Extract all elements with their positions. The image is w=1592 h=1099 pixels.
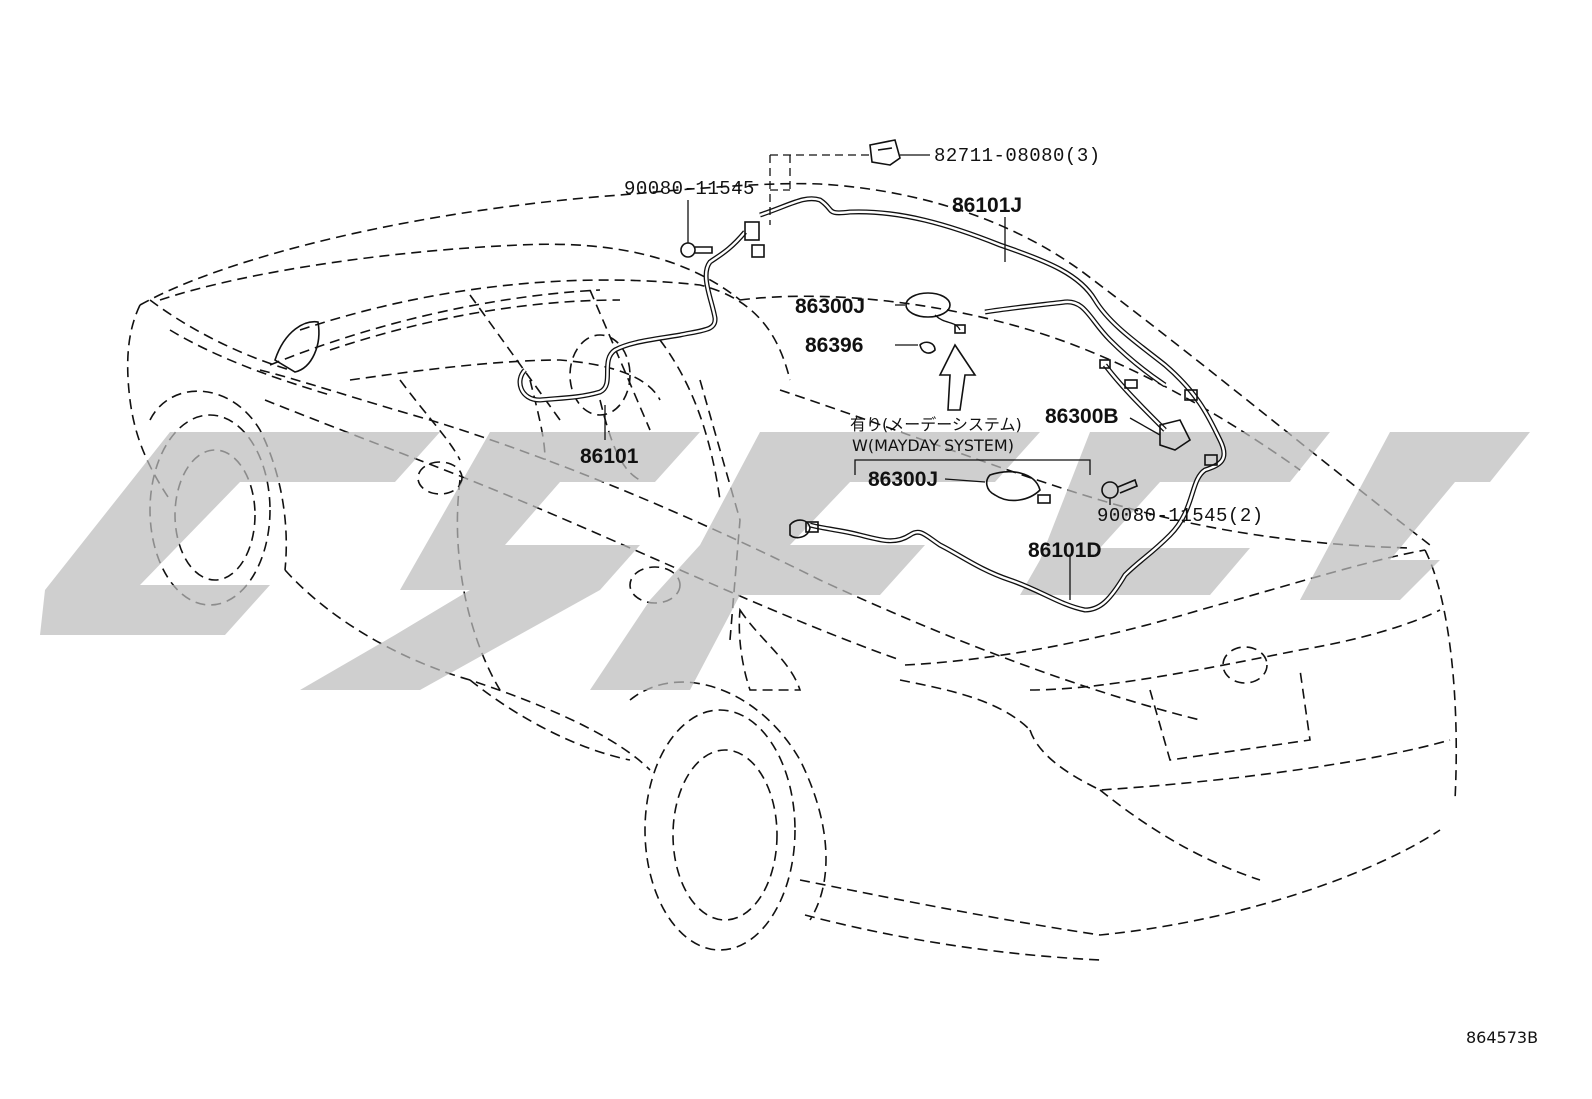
label-86101: 86101 [580, 445, 639, 468]
label-90080-11545: 90080-11545 [624, 178, 755, 200]
watermark-shape-1 [40, 432, 440, 635]
diagram-id: 864573B [1466, 1028, 1538, 1047]
label-86101j: 86101J [952, 194, 1022, 217]
pad-86396-icon [919, 341, 936, 354]
connector-rear-icon [789, 519, 819, 539]
label-86101d: 86101D [1028, 539, 1102, 562]
cable-rear-deck [984, 299, 1167, 432]
label-86300j-mayday: 86300J [868, 468, 938, 491]
antenna-mayday-icon [985, 470, 1051, 504]
watermark-shape-4 [1020, 432, 1330, 595]
label-mayday-en: W(MAYDAY SYSTEM) [852, 436, 1014, 455]
connector-upper-icon [744, 221, 765, 258]
cable-harness-86101 [517, 230, 747, 403]
label-86300j: 86300J [795, 295, 865, 318]
direction-arrow-icon [938, 343, 977, 411]
watermark-logo [40, 432, 1530, 690]
watermark-shape-3 [590, 432, 1040, 690]
leader-lines [604, 154, 1161, 600]
bolt-upper-icon [680, 242, 713, 258]
antenna-86300b-icon [1099, 359, 1218, 466]
label-82711-08080: 82711-08080(3) [934, 145, 1101, 167]
watermark-shape-5 [1300, 432, 1530, 600]
label-86396: 86396 [805, 334, 863, 357]
label-86300b: 86300B [1045, 405, 1119, 428]
label-90080-11545-2: 90080-11545(2) [1097, 505, 1264, 527]
antenna-86300j-icon [905, 292, 966, 334]
clip-82711-icon [869, 139, 901, 166]
cable-harness-86101j [759, 196, 1227, 613]
watermark-shape-2 [300, 432, 700, 690]
label-mayday-jp: 有り(メーデーシステム) [850, 415, 1022, 434]
